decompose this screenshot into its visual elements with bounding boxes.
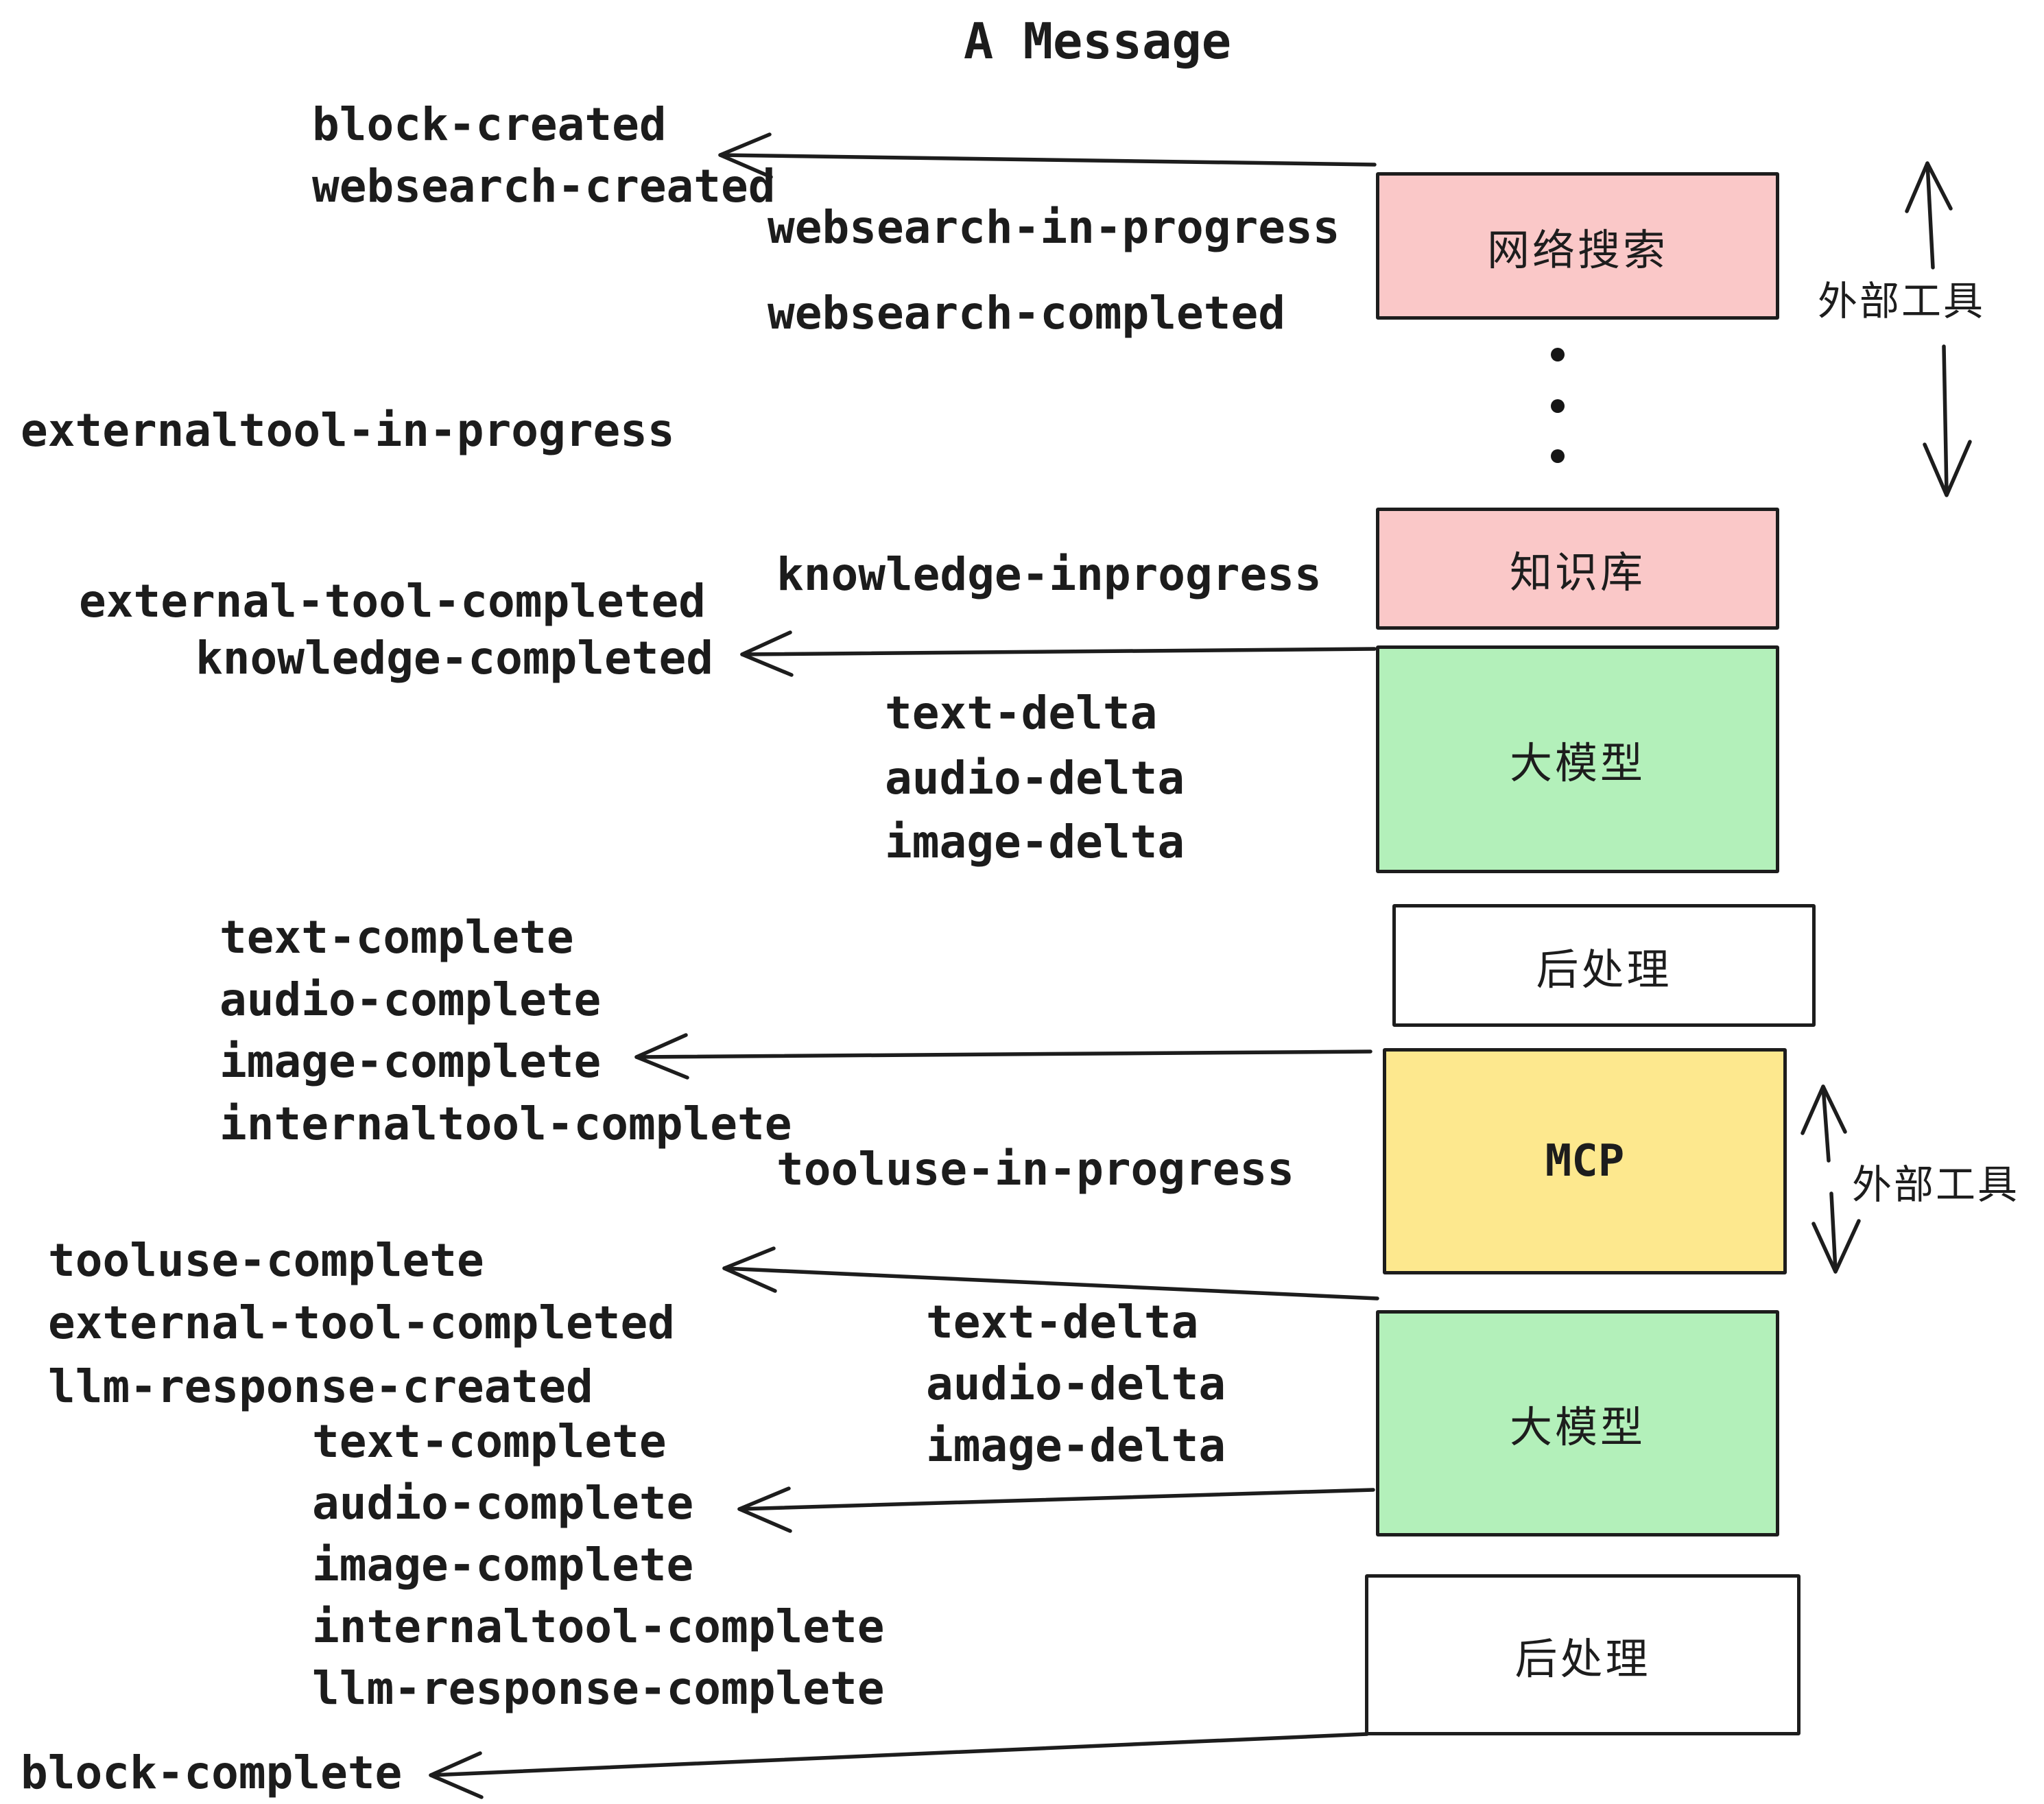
- event-internaltool-complete-2: internaltool-complete: [312, 1600, 885, 1653]
- ellipsis-dots: [1551, 348, 1565, 463]
- external-tools-label-top: 外部工具: [1818, 279, 1986, 324]
- arrow-to-audio-complete: [737, 1486, 1375, 1533]
- box-llm-2: 大模型: [1376, 1310, 1779, 1536]
- event-knowledge-inprogress: knowledge-inprogress: [776, 548, 1322, 601]
- arrow-to-websearch-created: [718, 132, 1377, 179]
- event-image-delta-2: image-delta: [926, 1419, 1226, 1472]
- event-websearch-created: websearch-created: [312, 160, 776, 213]
- external-tools-bracket-bottom: [1801, 1084, 1861, 1274]
- event-image-delta: image-delta: [885, 816, 1185, 868]
- event-audio-delta-2: audio-delta: [926, 1357, 1226, 1410]
- box-llm-1: 大模型: [1376, 645, 1779, 873]
- arrow-to-block-complete: [429, 1732, 1369, 1799]
- event-text-delta-2: text-delta: [926, 1296, 1199, 1349]
- event-block-created: block-created: [312, 98, 667, 151]
- event-websearch-in-progress: websearch-in-progress: [768, 201, 1340, 254]
- box-knowledge-base: 知识库: [1376, 508, 1779, 630]
- external-tools-label-bottom: 外部工具: [1852, 1163, 2020, 1207]
- event-tooluse-in-progress: tooluse-in-progress: [776, 1143, 1294, 1196]
- event-block-complete: block-complete: [21, 1746, 403, 1799]
- event-image-complete: image-complete: [219, 1035, 602, 1088]
- event-llm-response-complete: llm-response-complete: [312, 1662, 885, 1715]
- box-llm-1-label: 大模型: [1509, 740, 1645, 787]
- event-knowledge-completed: knowledge-completed: [195, 632, 713, 685]
- box-mcp-label: MCP: [1545, 1136, 1625, 1187]
- arrow-to-image-complete: [634, 1033, 1372, 1080]
- arrow-to-knowledge-completed: [740, 630, 1377, 677]
- event-llm-response-created: llm-response-created: [48, 1360, 593, 1413]
- box-postprocess-2-label: 后处理: [1514, 1635, 1651, 1683]
- box-websearch: 网络搜索: [1376, 172, 1779, 320]
- box-websearch-label: 网络搜索: [1486, 226, 1668, 274]
- box-postprocess-2: 后处理: [1365, 1574, 1801, 1735]
- event-text-complete-2: text-complete: [312, 1415, 667, 1468]
- event-external-tool-completed: external-tool-completed: [79, 575, 706, 628]
- box-postprocess-1-label: 后处理: [1536, 946, 1672, 994]
- event-text-delta: text-delta: [885, 687, 1158, 739]
- event-text-complete: text-complete: [219, 911, 574, 964]
- event-externaltool-in-progress: externaltool-in-progress: [21, 404, 675, 457]
- event-audio-complete: audio-complete: [219, 973, 602, 1026]
- box-mcp: MCP: [1383, 1048, 1787, 1274]
- event-audio-complete-2: audio-complete: [312, 1477, 694, 1530]
- arrow-to-tooluse-complete: [722, 1246, 1379, 1301]
- event-image-complete-2: image-complete: [312, 1539, 694, 1591]
- event-tooluse-complete: tooluse-complete: [48, 1234, 484, 1287]
- box-knowledge-base-label: 知识库: [1509, 549, 1645, 597]
- external-tools-bracket-top: [1905, 161, 1972, 497]
- event-external-tool-completed-2: external-tool-completed: [48, 1296, 675, 1349]
- event-internaltool-complete: internaltool-complete: [219, 1097, 792, 1150]
- box-postprocess-1: 后处理: [1392, 904, 1816, 1027]
- box-llm-2-label: 大模型: [1509, 1404, 1645, 1451]
- event-websearch-completed: websearch-completed: [768, 287, 1285, 340]
- event-audio-delta: audio-delta: [885, 752, 1185, 805]
- diagram-title: A Message: [963, 12, 1232, 70]
